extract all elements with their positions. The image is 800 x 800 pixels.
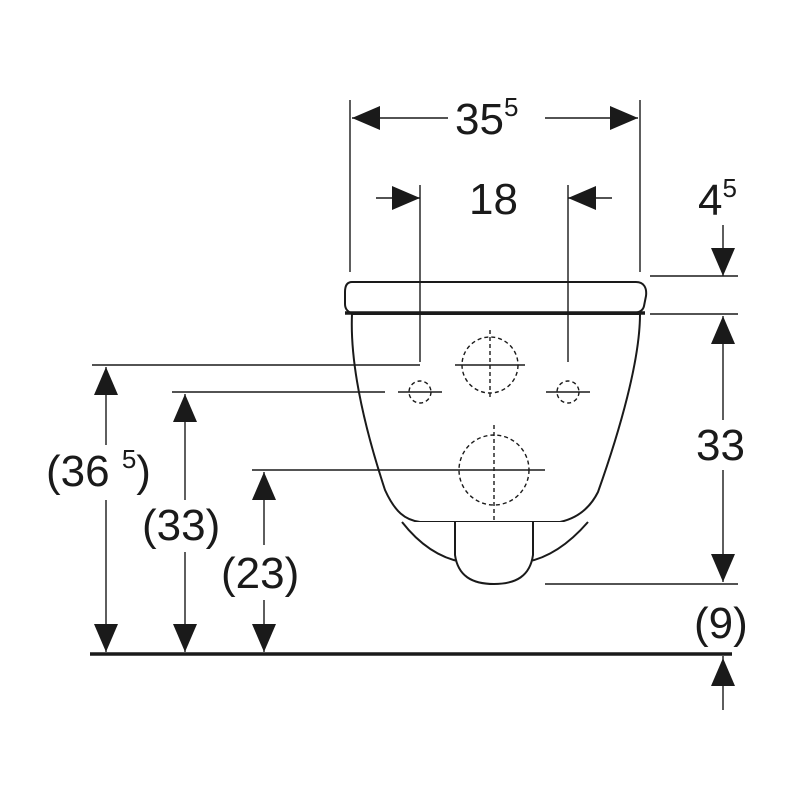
overall-width-dimension: 355 (349, 92, 641, 272)
spacing-arrow-right (568, 186, 596, 210)
toilet-bowl (350, 313, 642, 523)
fixing-spacing-dimension: 18 (376, 175, 612, 362)
connection-points (398, 330, 590, 520)
upper-arrow-up (94, 367, 118, 395)
gap-arrow-up (711, 658, 735, 686)
gap-below-label: (9) (694, 599, 748, 648)
waste-arrow-up (252, 472, 276, 500)
width-label: 355 (455, 92, 518, 144)
upper-connection-height-dimension: (36 5) (46, 364, 420, 652)
toilet-seat-lid (344, 281, 648, 314)
waste-outlet-spigot (454, 522, 534, 586)
waste-arrow-down (252, 624, 276, 652)
spacing-label: 18 (469, 175, 518, 224)
upper-arrow-down (94, 624, 118, 652)
spacing-arrow-left (392, 186, 420, 210)
bolt-arrow-up (173, 394, 197, 422)
seat-arrow-down (711, 248, 735, 276)
fixing-bolt-height-label: (33) (142, 501, 220, 550)
waste-outlet-height-label: (23) (221, 549, 299, 598)
fixing-bolt-height-dimension: (33) (142, 391, 385, 652)
height-arrow-down (711, 554, 735, 582)
width-arrow-right (610, 106, 638, 130)
bolt-arrow-down (173, 624, 197, 652)
waste-outlet-height-dimension: (23) (221, 469, 430, 652)
width-arrow-left (352, 106, 380, 130)
seat-thickness-label: 45 (698, 173, 737, 225)
toilet-outline (344, 281, 648, 586)
height-to-bottom-label: 33 (696, 421, 745, 470)
gap-below-dimension: (9) (694, 599, 748, 710)
seat-thickness-dimension: 45 (650, 173, 738, 315)
height-to-bottom-dimension: 33 (545, 316, 745, 585)
upper-connection-height-label: (36 5) (46, 444, 151, 496)
height-arrow-up (711, 316, 735, 344)
